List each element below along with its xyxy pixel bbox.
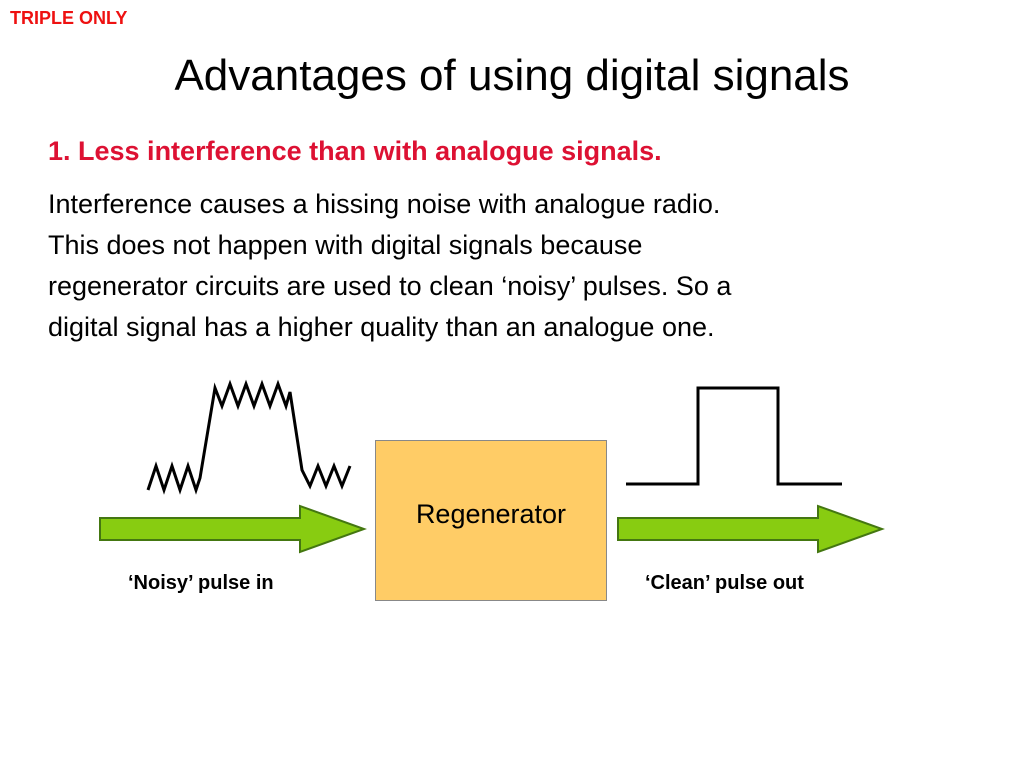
output-arrow xyxy=(617,504,885,554)
body-line: digital signal has a higher quality than… xyxy=(48,312,715,342)
body-line: This does not happen with digital signal… xyxy=(48,230,643,260)
point-heading: 1. Less interference than with analogue … xyxy=(48,136,662,166)
body-paragraph: Interference causes a hissing noise with… xyxy=(48,184,988,348)
input-arrow xyxy=(99,504,367,554)
regenerator-box: Regenerator xyxy=(375,440,607,601)
noisy-pulse-waveform xyxy=(146,379,352,495)
body-line: regenerator circuits are used to clean ‘… xyxy=(48,271,732,301)
body-line: Interference causes a hissing noise with… xyxy=(48,189,721,219)
noisy-pulse-caption: ‘Noisy’ pulse in xyxy=(128,572,274,594)
triple-only-tag: TRIPLE ONLY xyxy=(10,8,128,28)
clean-pulse-waveform xyxy=(626,386,842,486)
slide-title: Advantages of using digital signals xyxy=(174,51,850,100)
regenerator-label: Regenerator xyxy=(415,499,567,529)
clean-pulse-caption: ‘Clean’ pulse out xyxy=(645,572,804,594)
